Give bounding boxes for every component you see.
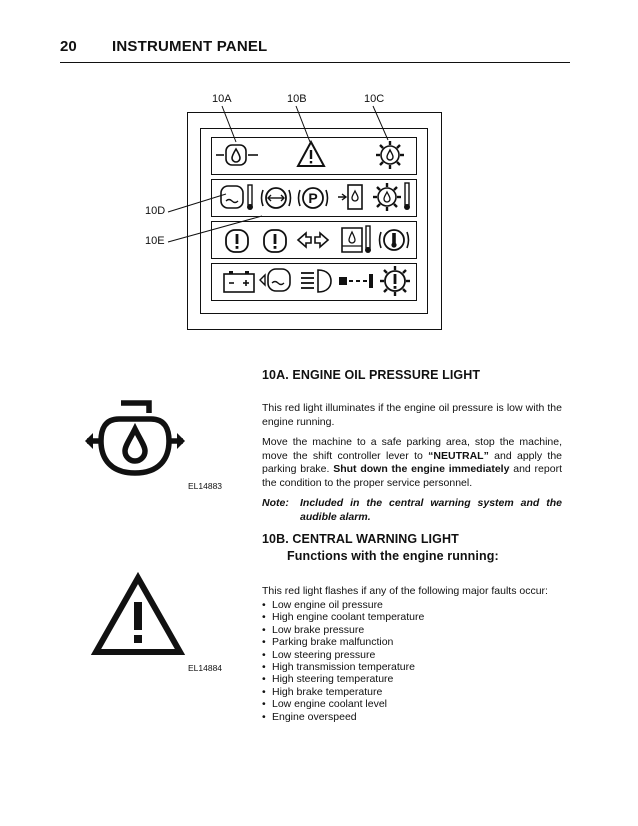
panel-row-1 — [211, 137, 417, 175]
engine-oil-pressure-large-icon — [85, 400, 185, 476]
transmission-filter-icon — [338, 184, 363, 210]
p2-start: Move the machine to a safe parking area,… — [262, 436, 562, 462]
hydraulic-oil-icon — [341, 225, 371, 253]
list-item: Low engine coolant level — [262, 698, 562, 711]
parking-brake-icon: P — [297, 187, 329, 209]
list-item: High transmission temperature — [262, 661, 562, 674]
engine-coolant-level-icon — [259, 268, 291, 292]
callout-10c: 10C — [364, 93, 385, 105]
instrument-panel-frame — [187, 112, 442, 330]
figure-code-el14884: EL14884 — [188, 663, 223, 673]
callout-10a: 10A — [212, 93, 232, 105]
section-10a-heading: 10A. ENGINE OIL PRESSURE LIGHT — [262, 368, 481, 382]
callout-10e: 10E — [145, 235, 165, 247]
transmission-oil-pressure-icon — [376, 141, 404, 169]
engine-coolant-temp-icon — [220, 184, 253, 210]
figure-code-el14883: EL14883 — [188, 481, 223, 491]
fault-list: Low engine oil pressure High engine cool… — [262, 599, 562, 723]
list-item: Low engine oil pressure — [262, 599, 562, 612]
note-label: Note: — [262, 497, 289, 509]
warning-triangle-large-icon — [90, 571, 186, 655]
brake-pressure-icon — [260, 187, 292, 209]
list-item: Low steering pressure — [262, 649, 562, 662]
engine-overspeed-icon — [380, 266, 410, 296]
high-beam-icon — [301, 269, 332, 293]
p2-neutral: “NEUTRAL” — [428, 449, 489, 462]
section-10a-paragraph-1: This red light illuminates if the engine… — [262, 402, 562, 428]
lube-icon — [339, 274, 373, 288]
transmission-temp-icon — [373, 182, 410, 211]
brake-temp-icon — [378, 229, 410, 251]
list-item: High engine coolant temperature — [262, 611, 562, 624]
engine-warning-icon — [225, 229, 249, 253]
header-rule — [60, 62, 570, 63]
central-warning-icon — [296, 139, 326, 167]
note-text: Included in the central warning system a… — [300, 497, 562, 523]
section-10a-paragraph-2: Move the machine to a safe parking area,… — [262, 436, 562, 490]
engine-warning-icon-2 — [263, 229, 287, 253]
battery-icon — [223, 271, 255, 293]
section-10b-heading: 10B. CENTRAL WARNING LIGHT — [262, 532, 459, 546]
list-item: Low brake pressure — [262, 624, 562, 637]
list-item: High steering temperature — [262, 673, 562, 686]
panel-row-3 — [211, 221, 417, 259]
list-item: Parking brake malfunction — [262, 636, 562, 649]
section-10b-intro: This red light flashes if any of the fol… — [262, 585, 548, 597]
list-item: Engine overspeed — [262, 711, 562, 724]
list-item: High brake temperature — [262, 686, 562, 699]
turn-signal-icon — [296, 231, 330, 249]
svg-text:P: P — [308, 190, 317, 206]
page-title: INSTRUMENT PANEL — [112, 38, 268, 55]
section-10b-subheading: Functions with the engine running: — [287, 549, 499, 563]
p2-mid: and apply the parking brake. — [262, 449, 563, 476]
panel-row-4 — [211, 263, 417, 301]
engine-oil-pressure-icon — [216, 144, 258, 166]
callout-10d: 10D — [145, 205, 166, 217]
callout-10b: 10B — [287, 93, 307, 105]
page-number: 20 — [60, 38, 77, 55]
p2-bold: Shut down the engine immediately — [333, 463, 510, 476]
instrument-panel-bezel — [200, 128, 428, 314]
p2-end: and report the condition to the proper s… — [262, 463, 562, 489]
